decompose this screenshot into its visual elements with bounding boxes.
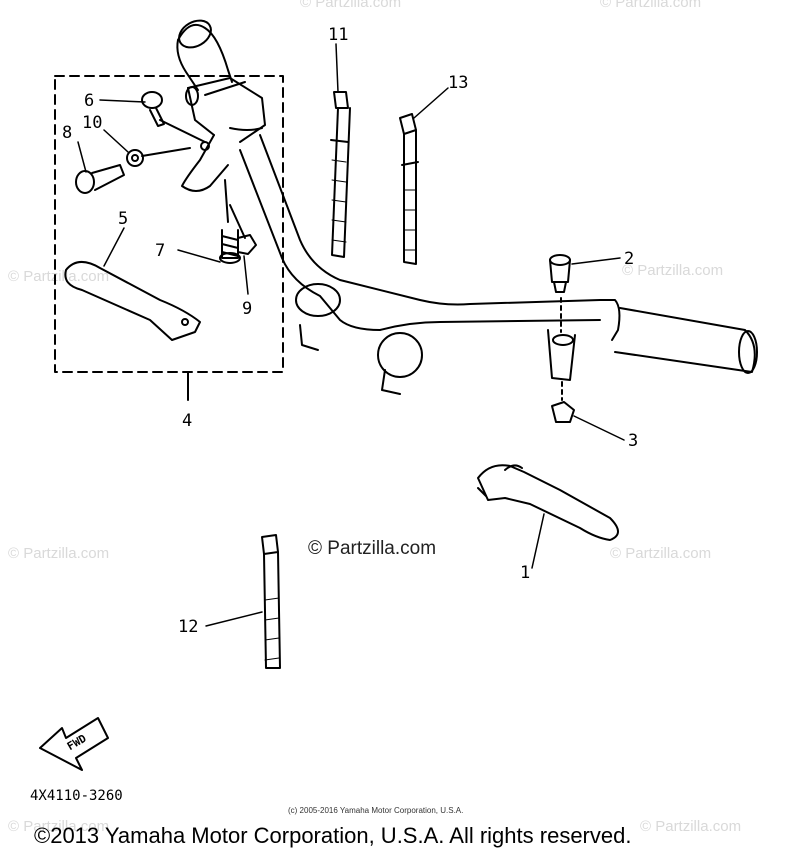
callout-5: 5 xyxy=(118,209,128,229)
screw-6 xyxy=(141,91,165,127)
nut-9 xyxy=(237,234,257,255)
callout-6: 6 xyxy=(84,91,94,111)
assembly-box xyxy=(54,75,284,373)
small-copyright: (c) 2005-2016 Yamaha Motor Corporation, … xyxy=(288,806,464,815)
lever-holder xyxy=(181,77,266,192)
handlebar xyxy=(176,19,758,395)
callout-10: 10 xyxy=(82,113,102,133)
center-watermark: © Partzilla.com xyxy=(308,538,437,559)
cable-strap-13 xyxy=(399,113,419,265)
callout-3: 3 xyxy=(628,431,638,451)
watermark: © Partzilla.com xyxy=(300,0,402,11)
lever-left xyxy=(64,261,201,341)
cable-strap-11 xyxy=(330,91,351,258)
lever-right xyxy=(477,464,619,541)
callout-11: 11 xyxy=(328,25,348,45)
watermark: © Partzilla.com xyxy=(600,0,702,11)
callout-7: 7 xyxy=(155,241,165,261)
fwd-label: FWD xyxy=(65,732,89,753)
watermark: © Partzilla.com xyxy=(610,545,712,562)
callout-4: 4 xyxy=(182,411,192,431)
fwd-arrow xyxy=(39,717,109,771)
nut-10 xyxy=(126,149,144,167)
watermark: © Partzilla.com xyxy=(640,818,742,835)
callout-9: 9 xyxy=(242,299,252,319)
watermark: © Partzilla.com xyxy=(8,545,110,562)
diagram-code: 4X4110-3260 xyxy=(30,788,123,804)
watermark: © Partzilla.com xyxy=(8,818,110,835)
cable-strap-12 xyxy=(261,534,281,669)
bolt-2 xyxy=(549,254,571,293)
watermark: © Partzilla.com xyxy=(622,262,724,279)
bolt-8 xyxy=(75,164,125,194)
callout-2: 2 xyxy=(624,249,634,269)
copyright-notice: ©2013 Yamaha Motor Corporation, U.S.A. A… xyxy=(34,823,632,848)
callout-8: 8 xyxy=(62,123,72,143)
callout-13: 13 xyxy=(448,73,468,93)
callout-1: 1 xyxy=(520,563,530,583)
nut-3 xyxy=(551,401,575,423)
watermark: © Partzilla.com xyxy=(8,268,110,285)
callout-12: 12 xyxy=(178,617,198,637)
leader-lines xyxy=(77,43,625,627)
